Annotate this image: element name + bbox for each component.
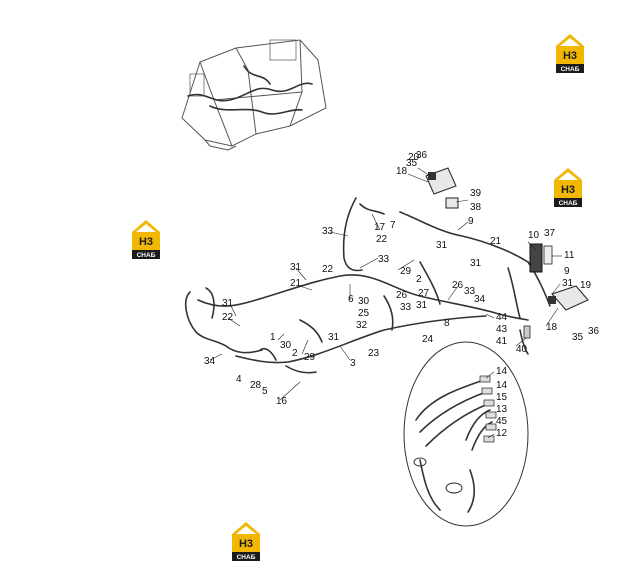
callout-label: 13 bbox=[496, 404, 508, 415]
callout-label: 18 bbox=[396, 166, 408, 177]
callout-label: 37 bbox=[544, 228, 556, 239]
callout-label: 22 bbox=[322, 264, 334, 275]
svg-text:СНАБ: СНАБ bbox=[561, 66, 580, 73]
callout-label: 29 bbox=[400, 266, 412, 277]
connector-block-center bbox=[445, 197, 459, 209]
callout-label: 28 bbox=[250, 380, 262, 391]
callout-label: 26 bbox=[396, 290, 408, 301]
callout-label: 30 bbox=[358, 296, 370, 307]
fuse-box-right bbox=[529, 243, 553, 273]
callout-label: 3 bbox=[350, 358, 356, 369]
callout-labels: 20 36 35 18 39 38 9 31 21 31 10 37 11 9 … bbox=[204, 150, 600, 439]
callout-label: 31 bbox=[222, 298, 234, 309]
callout-label: 31 bbox=[470, 258, 482, 269]
brand-logo: H3 СНАБ bbox=[554, 168, 582, 207]
svg-text:СНАБ: СНАБ bbox=[237, 554, 256, 561]
svg-text:H3: H3 bbox=[239, 538, 253, 550]
main-wiring-harness bbox=[184, 197, 551, 374]
callout-label: 33 bbox=[464, 286, 476, 297]
callout-label: 36 bbox=[588, 326, 600, 337]
callout-label: 9 bbox=[468, 216, 474, 227]
callout-label: 10 bbox=[528, 230, 540, 241]
callout-label: 30 bbox=[280, 340, 292, 351]
callout-label: 35 bbox=[406, 158, 418, 169]
callout-label: 6 bbox=[348, 294, 354, 305]
callout-label: 8 bbox=[444, 318, 450, 329]
callout-label: 9 bbox=[564, 266, 570, 277]
callout-label: 45 bbox=[496, 416, 508, 427]
callout-label: 43 bbox=[496, 324, 508, 335]
callout-label: 2 bbox=[416, 274, 422, 285]
callout-label: 17 bbox=[374, 222, 386, 233]
callout-label: 33 bbox=[322, 226, 334, 237]
relay-box-top bbox=[425, 167, 457, 195]
callout-label: 27 bbox=[418, 288, 430, 299]
svg-text:H3: H3 bbox=[563, 50, 577, 62]
callout-label: 36 bbox=[416, 150, 428, 161]
relay-box-right bbox=[548, 285, 589, 311]
callout-label: 32 bbox=[356, 320, 368, 331]
callout-label: 16 bbox=[276, 396, 288, 407]
callout-label: 22 bbox=[222, 312, 234, 323]
callout-label: 29 bbox=[304, 352, 316, 363]
svg-text:СНАБ: СНАБ bbox=[559, 200, 578, 207]
svg-text:СНАБ: СНАБ bbox=[137, 252, 156, 259]
callout-label: 38 bbox=[470, 202, 482, 213]
callout-label: 34 bbox=[204, 356, 216, 367]
callout-label: 1 bbox=[270, 332, 276, 343]
svg-text:H3: H3 bbox=[139, 236, 153, 248]
callout-label: 5 bbox=[262, 386, 268, 397]
callout-label: 31 bbox=[436, 240, 448, 251]
brand-logo: H3 СНАБ bbox=[132, 220, 160, 259]
detail-zoom-view bbox=[403, 341, 529, 527]
callout-label: 11 bbox=[564, 250, 575, 261]
svg-text:H3: H3 bbox=[561, 184, 575, 196]
sensor-40 bbox=[523, 325, 531, 339]
callout-label: 35 bbox=[572, 332, 584, 343]
callout-label: 7 bbox=[390, 220, 396, 231]
callout-label: 41 bbox=[496, 336, 508, 347]
callout-label: 39 bbox=[470, 188, 482, 199]
leader-lines bbox=[209, 167, 562, 439]
callout-label: 26 bbox=[452, 280, 464, 291]
callout-label: 4 bbox=[236, 374, 242, 385]
callout-label: 31 bbox=[290, 262, 302, 273]
callout-label: 33 bbox=[400, 302, 412, 313]
callout-label: 14 bbox=[496, 380, 508, 391]
callout-label: 31 bbox=[328, 332, 340, 343]
callout-label: 31 bbox=[562, 278, 574, 289]
callout-label: 24 bbox=[422, 334, 434, 345]
callout-label: 2 bbox=[292, 348, 298, 359]
callout-label: 33 bbox=[378, 254, 390, 265]
callout-label: 19 bbox=[580, 280, 592, 291]
callout-label: 21 bbox=[490, 236, 502, 247]
callout-label: 12 bbox=[496, 428, 508, 439]
callout-label: 18 bbox=[546, 322, 558, 333]
callout-label: 20 bbox=[408, 152, 420, 163]
callout-label: 14 bbox=[496, 366, 508, 377]
machine-overview-illustration bbox=[181, 39, 327, 151]
callout-label: 34 bbox=[474, 294, 486, 305]
callout-label: 22 bbox=[376, 234, 388, 245]
callout-label: 23 bbox=[368, 348, 380, 359]
callout-label: 25 bbox=[358, 308, 370, 319]
callout-label: 40 bbox=[516, 344, 528, 355]
callout-label: 21 bbox=[290, 278, 302, 289]
callout-label: 44 bbox=[496, 312, 508, 323]
brand-logo: H3 СНАБ bbox=[556, 34, 584, 73]
callout-label: 15 bbox=[496, 392, 508, 403]
brand-logo: H3 СНАБ bbox=[232, 522, 260, 561]
callout-label: 31 bbox=[416, 300, 428, 311]
